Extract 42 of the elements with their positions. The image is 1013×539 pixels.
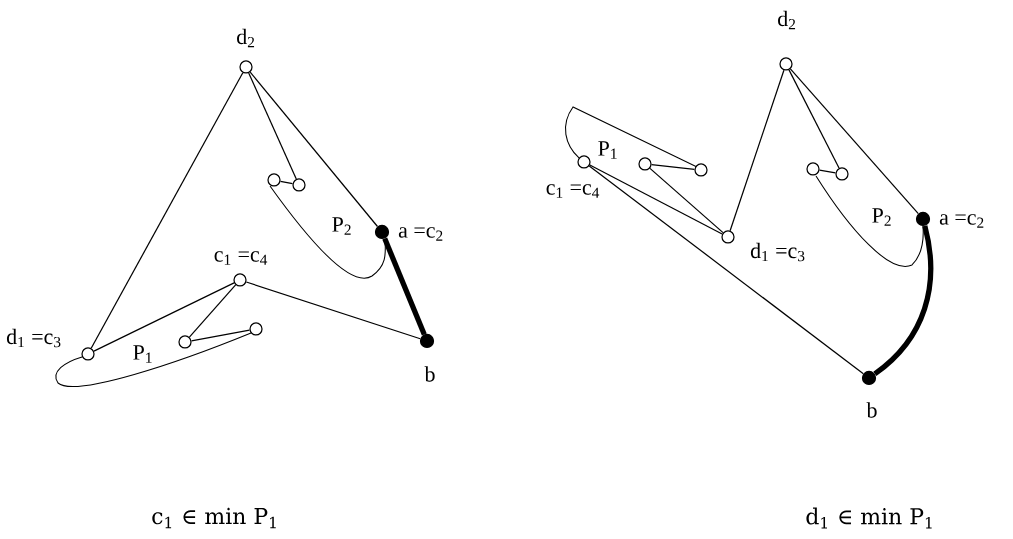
vertex-label: d$_{2}$ [237,28,255,48]
vertex-label: d$_{2}$ [778,10,796,30]
edge [190,329,251,342]
vertex [835,167,849,181]
caption: d$_{1}$ ∈ min P$_{1}$ [806,507,932,529]
vertex [249,322,263,336]
vertex-label: a =c$_{2}$ [939,214,984,228]
vertex-label: b [424,366,435,382]
edge [90,72,244,349]
region-label: P$_{1}$ [598,141,617,159]
edge [729,69,785,232]
caption: c$_{1}$ ∈ min P$_{1}$ [152,507,276,529]
edge [649,167,724,234]
region-label: P$_{2}$ [872,208,891,226]
vertex-label: a =c$_{2}$ [398,227,443,241]
vertex-label: d$_{1}$ =c$_{3}$ [6,328,61,348]
edge [873,225,934,376]
vertex-label: c$_{1}$ =c$_{4}$ [546,184,600,198]
vertex [694,163,708,177]
edge [279,180,294,185]
vertex [638,157,652,171]
edge [93,282,235,352]
edge [588,165,864,375]
vertex [267,173,281,187]
vertex [178,335,192,349]
edge [245,281,421,340]
edge [249,71,379,228]
region-label: P$_{2}$ [332,217,351,235]
vertex-label: b [866,402,877,418]
edge [650,164,696,170]
vertex-label: d$_{1}$ =c$_{3}$ [750,242,805,262]
edge [789,68,919,215]
region-label: P$_{1}$ [133,345,152,363]
vertex [292,178,306,192]
vertex-label: c$_{1}$ =c$_{4}$ [214,251,268,265]
edge [188,284,237,338]
edge [382,237,427,336]
edge [818,169,837,174]
edge [248,72,297,180]
edge [788,69,840,169]
vertex [806,162,820,176]
edge [589,164,723,235]
